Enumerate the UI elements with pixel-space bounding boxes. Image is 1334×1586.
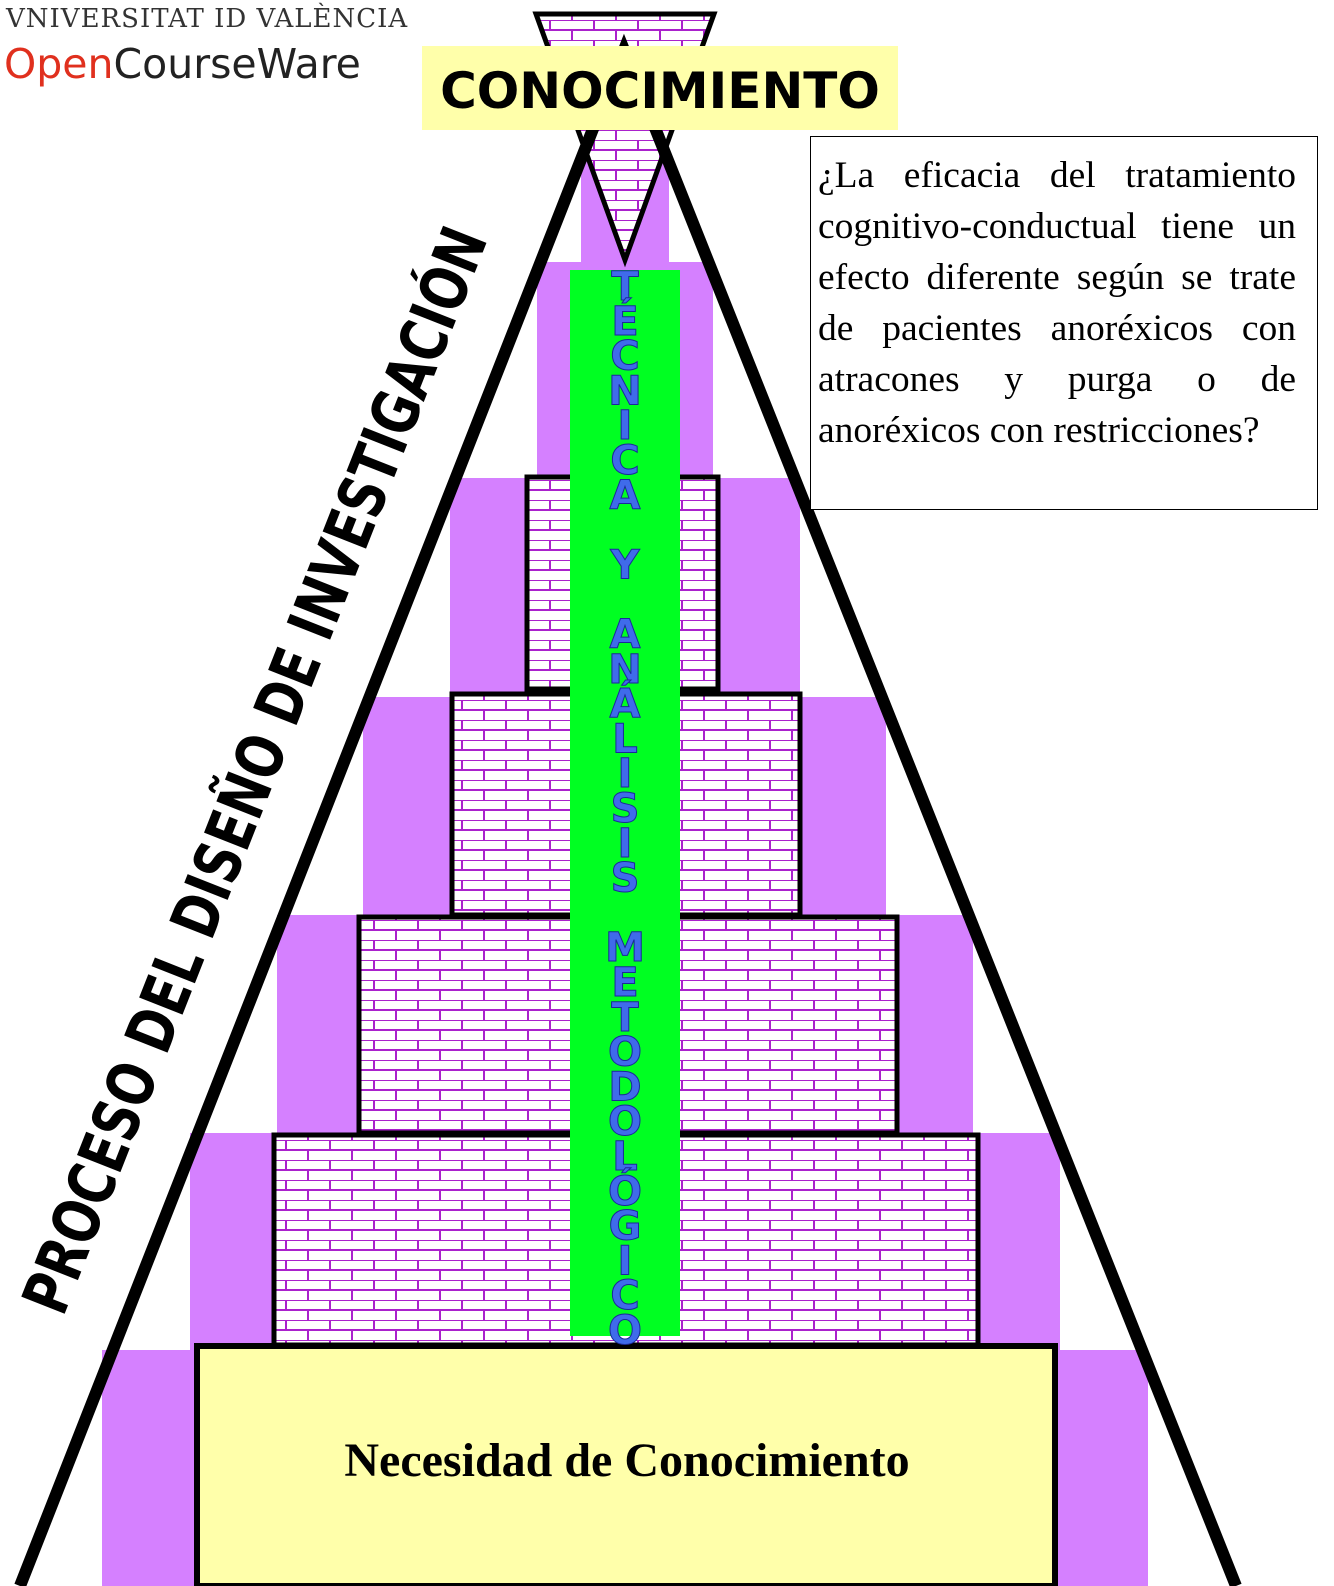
center-letter: T <box>611 995 639 1041</box>
center-letter: I <box>618 1238 633 1284</box>
center-letter: S <box>611 786 640 832</box>
university-name: VNIVERSITAT ID VALÈNCIA <box>6 4 409 34</box>
brand-name: OpenCourseWare <box>4 40 361 88</box>
center-letter: O <box>608 1030 642 1076</box>
question-box <box>810 136 1318 510</box>
center-letter: A <box>610 473 641 519</box>
center-letter: D <box>608 1064 641 1110</box>
base-label: Necesidad de Conocimiento <box>344 1434 909 1487</box>
center-letter: É <box>611 297 638 345</box>
center-letter: M <box>605 925 645 971</box>
center-letter: I <box>618 821 633 867</box>
center-letter: O <box>608 1099 642 1145</box>
center-letter: T <box>611 264 639 310</box>
center-letter: A <box>610 612 641 658</box>
center-letter: C <box>610 334 639 380</box>
base-block <box>194 1343 1058 1586</box>
research-question: ¿La eficacia del tratamiento cognitivo-c… <box>818 155 1296 451</box>
center-letter: L <box>612 716 638 762</box>
center-letter: S <box>611 856 640 902</box>
center-letter: O <box>608 1308 642 1354</box>
center-letter: C <box>610 438 639 484</box>
center-letter: L <box>612 1134 638 1180</box>
top-label: CONOCIMIENTO <box>440 62 880 120</box>
center-column <box>570 270 680 1336</box>
center-letter: I <box>618 751 633 797</box>
center-letter: C <box>610 1273 639 1319</box>
brand-open: Open <box>4 40 114 88</box>
center-letter: I <box>618 403 633 449</box>
center-letter: Á <box>610 680 641 728</box>
center-letter: E <box>611 960 638 1006</box>
top-label-box <box>422 46 898 130</box>
center-letter: G <box>609 1204 642 1250</box>
center-letter: N <box>608 647 641 693</box>
center-letter: N <box>608 368 641 414</box>
center-letter: Y <box>610 542 641 588</box>
brand-rest: CourseWare <box>113 40 361 88</box>
center-letter: Ó <box>608 1167 642 1215</box>
